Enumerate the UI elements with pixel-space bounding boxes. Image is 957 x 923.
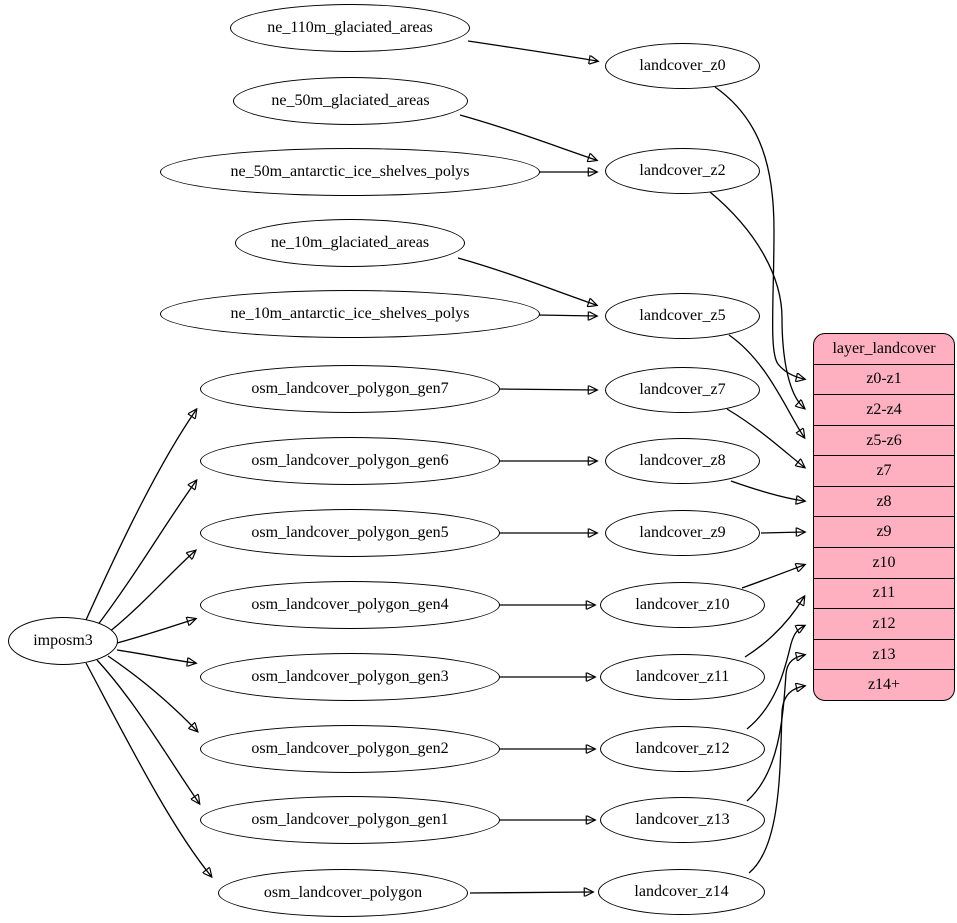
edge-z2-to-row-z2-z4	[709, 191, 804, 408]
node-label: osm_landcover_polygon_gen7	[251, 380, 449, 397]
record-row-z2-z4: z2-z4	[814, 394, 954, 425]
node-label: landcover_z7	[639, 381, 726, 398]
node-label: osm_landcover_polygon_gen2	[251, 740, 449, 757]
node-label: landcover_z12	[635, 740, 730, 757]
edge-z11-to-row-z11	[744, 597, 804, 658]
edge-z9-to-row-z9	[760, 532, 804, 533]
edge-z12-to-row-z12	[746, 626, 804, 730]
edge-imposm3-to-polygon	[85, 662, 211, 876]
node-label: landcover_z14	[634, 883, 729, 900]
record-row-z10: z10	[814, 547, 954, 578]
edge-ne50m-glaciated-to-z2	[459, 114, 596, 160]
node-ne-10m-antarctic-ice-shelves-polys: ne_10m_antarctic_ice_shelves_polys	[160, 290, 540, 338]
node-osm-landcover-polygon-gen6: osm_landcover_polygon_gen6	[200, 437, 500, 485]
node-ne-50m-antarctic-ice-shelves-polys: ne_50m_antarctic_ice_shelves_polys	[160, 148, 540, 196]
edge-imposm3-to-gen6	[96, 481, 196, 627]
edge-z0-to-row-z0-z1	[714, 86, 804, 379]
node-label: landcover_z2	[639, 162, 726, 179]
node-label: osm_landcover_polygon_gen6	[251, 452, 449, 469]
node-osm-landcover-polygon-gen7: osm_landcover_polygon_gen7	[200, 365, 500, 413]
edge-imposm3-to-gen5	[107, 551, 195, 634]
edge-z10-to-row-z10	[741, 565, 804, 589]
node-label: landcover_z11	[635, 668, 730, 685]
edge-ne110m-to-z0	[467, 40, 597, 61]
node-landcover-z11: landcover_z11	[600, 654, 765, 700]
node-label: landcover_z8	[639, 452, 726, 469]
record-row-z11: z11	[814, 577, 954, 609]
node-label: osm_landcover_polygon_gen5	[251, 524, 449, 541]
node-label: osm_landcover_polygon_gen4	[251, 596, 449, 613]
edge-polygon-to-z14	[469, 892, 592, 893]
node-osm-landcover-polygon: osm_landcover_polygon	[218, 869, 468, 917]
node-imposm3: imposm3	[8, 617, 118, 665]
node-layer-landcover: layer_landcover z0-z1 z2-z4 z5-z6 z7 z8 …	[813, 333, 955, 701]
node-ne-50m-glaciated-areas: ne_50m_glaciated_areas	[233, 77, 468, 125]
edge-gen7-to-z7	[498, 389, 596, 390]
node-landcover-z12: landcover_z12	[600, 726, 765, 772]
record-row-z14plus: z14+	[814, 669, 954, 700]
node-label: landcover_z13	[635, 811, 730, 828]
edge-z7-to-row-z7	[726, 408, 804, 467]
node-landcover-z7: landcover_z7	[605, 367, 760, 413]
edge-z8-to-row-z8	[730, 480, 804, 501]
edge-ne10m-glaciated-to-z5	[457, 257, 596, 305]
node-label: ne_50m_glaciated_areas	[271, 92, 430, 109]
node-osm-landcover-polygon-gen5: osm_landcover_polygon_gen5	[200, 509, 500, 557]
record-row-z13: z13	[814, 638, 954, 670]
edge-imposm3-to-gen3	[116, 649, 195, 663]
node-landcover-z5: landcover_z5	[605, 293, 760, 339]
node-label: ne_10m_antarctic_ice_shelves_polys	[230, 305, 470, 322]
node-osm-landcover-polygon-gen3: osm_landcover_polygon_gen3	[200, 653, 500, 701]
edge-imposm3-to-gen4	[116, 619, 195, 644]
node-landcover-z8: landcover_z8	[605, 438, 760, 484]
record-row-z12: z12	[814, 608, 954, 639]
node-label: landcover_z5	[639, 307, 726, 324]
node-osm-landcover-polygon-gen4: osm_landcover_polygon_gen4	[200, 581, 500, 629]
node-label: osm_landcover_polygon_gen3	[251, 668, 449, 685]
node-landcover-z2: landcover_z2	[605, 148, 760, 194]
record-row-z0-z1: z0-z1	[814, 363, 954, 395]
node-landcover-z9: landcover_z9	[605, 510, 760, 556]
node-osm-landcover-polygon-gen1: osm_landcover_polygon_gen1	[200, 796, 500, 844]
node-label: landcover_z10	[635, 596, 730, 613]
node-label: ne_50m_antarctic_ice_shelves_polys	[230, 163, 470, 180]
node-ne-10m-glaciated-areas: ne_10m_glaciated_areas	[235, 219, 465, 267]
node-landcover-z0: landcover_z0	[605, 43, 760, 89]
node-landcover-z13: landcover_z13	[600, 797, 765, 843]
node-imposm3-label: imposm3	[33, 632, 93, 649]
node-osm-landcover-polygon-gen2: osm_landcover_polygon_gen2	[200, 725, 500, 773]
node-label: ne_110m_glaciated_areas	[267, 19, 433, 36]
node-landcover-z14: landcover_z14	[598, 869, 765, 915]
node-label: osm_landcover_polygon	[263, 884, 423, 901]
edge-imposm3-to-gen1	[96, 659, 199, 803]
edge-ne10m-antarctic-to-z5	[537, 315, 596, 316]
edge-z14-to-row-z14	[748, 686, 804, 874]
record-row-z8: z8	[814, 485, 954, 517]
node-label: landcover_z0	[639, 57, 726, 74]
node-label: osm_landcover_polygon_gen1	[251, 811, 449, 828]
node-label: ne_10m_glaciated_areas	[270, 234, 430, 251]
record-row-z5-z6: z5-z6	[814, 424, 954, 456]
node-landcover-z10: landcover_z10	[600, 582, 765, 628]
edge-z13-to-row-z13	[746, 655, 804, 802]
node-ne-110m-glaciated-areas: ne_110m_glaciated_areas	[230, 4, 470, 52]
edge-z5-to-row-z5-z6	[728, 334, 804, 437]
edge-imposm3-to-gen2	[107, 655, 197, 731]
node-label: landcover_z9	[639, 524, 726, 541]
record-header: layer_landcover	[832, 339, 936, 357]
record-row-z7: z7	[814, 455, 954, 486]
edge-imposm3-to-gen7	[85, 410, 196, 621]
record-row-z9: z9	[814, 516, 954, 547]
